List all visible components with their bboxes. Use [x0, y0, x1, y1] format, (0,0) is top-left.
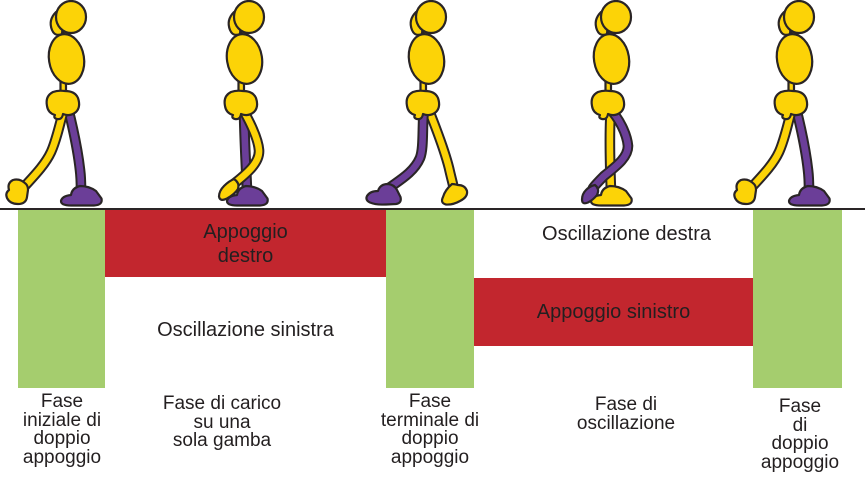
phase-label-terminal-double-support: Fase terminale di doppio appoggio: [380, 391, 480, 468]
front-foot: [365, 182, 402, 206]
initial-double-support-bar: [18, 210, 105, 388]
trailing-foot: [217, 177, 240, 201]
walking-figure-3: [365, 0, 469, 206]
rear-leg-purple: [59, 102, 103, 207]
walking-figure-5: [733, 0, 831, 207]
rear-leg-purple: [787, 102, 831, 207]
terminal-double-support-bar: [386, 210, 474, 388]
final-double-support-bar: [753, 210, 842, 388]
trailing-leg-yellow: [217, 102, 265, 201]
rear-foot: [787, 184, 831, 207]
front-leg-purple: [365, 102, 430, 206]
front-foot: [5, 178, 30, 206]
left-stance-label: Appoggio sinistro: [536, 301, 691, 323]
swing-leg-purple: [580, 102, 634, 205]
walking-figure-4: [580, 0, 634, 207]
right-stance-label: Appoggio destro: [203, 220, 288, 267]
front-leg-yellow: [5, 102, 70, 206]
phase-label-swing: Fase di oscillazione: [576, 394, 676, 434]
walking-figure-1: [5, 0, 103, 207]
trailing-leg-yellow: [422, 102, 469, 206]
swing-foot: [580, 183, 600, 205]
right-stance-bar: Appoggio destro: [105, 210, 386, 277]
right-swing-label: Oscillazione destra: [542, 223, 711, 245]
left-swing-label: Oscillazione sinistra: [157, 319, 334, 341]
rear-foot: [59, 184, 103, 207]
walking-figure-2: [217, 0, 269, 207]
front-foot: [733, 178, 758, 206]
stance-foot: [589, 184, 633, 207]
trailing-foot: [440, 182, 469, 206]
stance-foot: [225, 184, 269, 207]
front-leg-yellow: [733, 102, 798, 206]
left-stance-bar: Appoggio sinistro: [474, 278, 753, 346]
phase-label-single-leg-loading: Fase di carico su una sola gamba: [162, 393, 282, 451]
phase-label-initial-double-support: Fase iniziale di doppio appoggio: [22, 391, 102, 468]
ground-line: [0, 208, 865, 210]
phase-label-double-support: Fase di doppio appoggio: [760, 396, 840, 473]
